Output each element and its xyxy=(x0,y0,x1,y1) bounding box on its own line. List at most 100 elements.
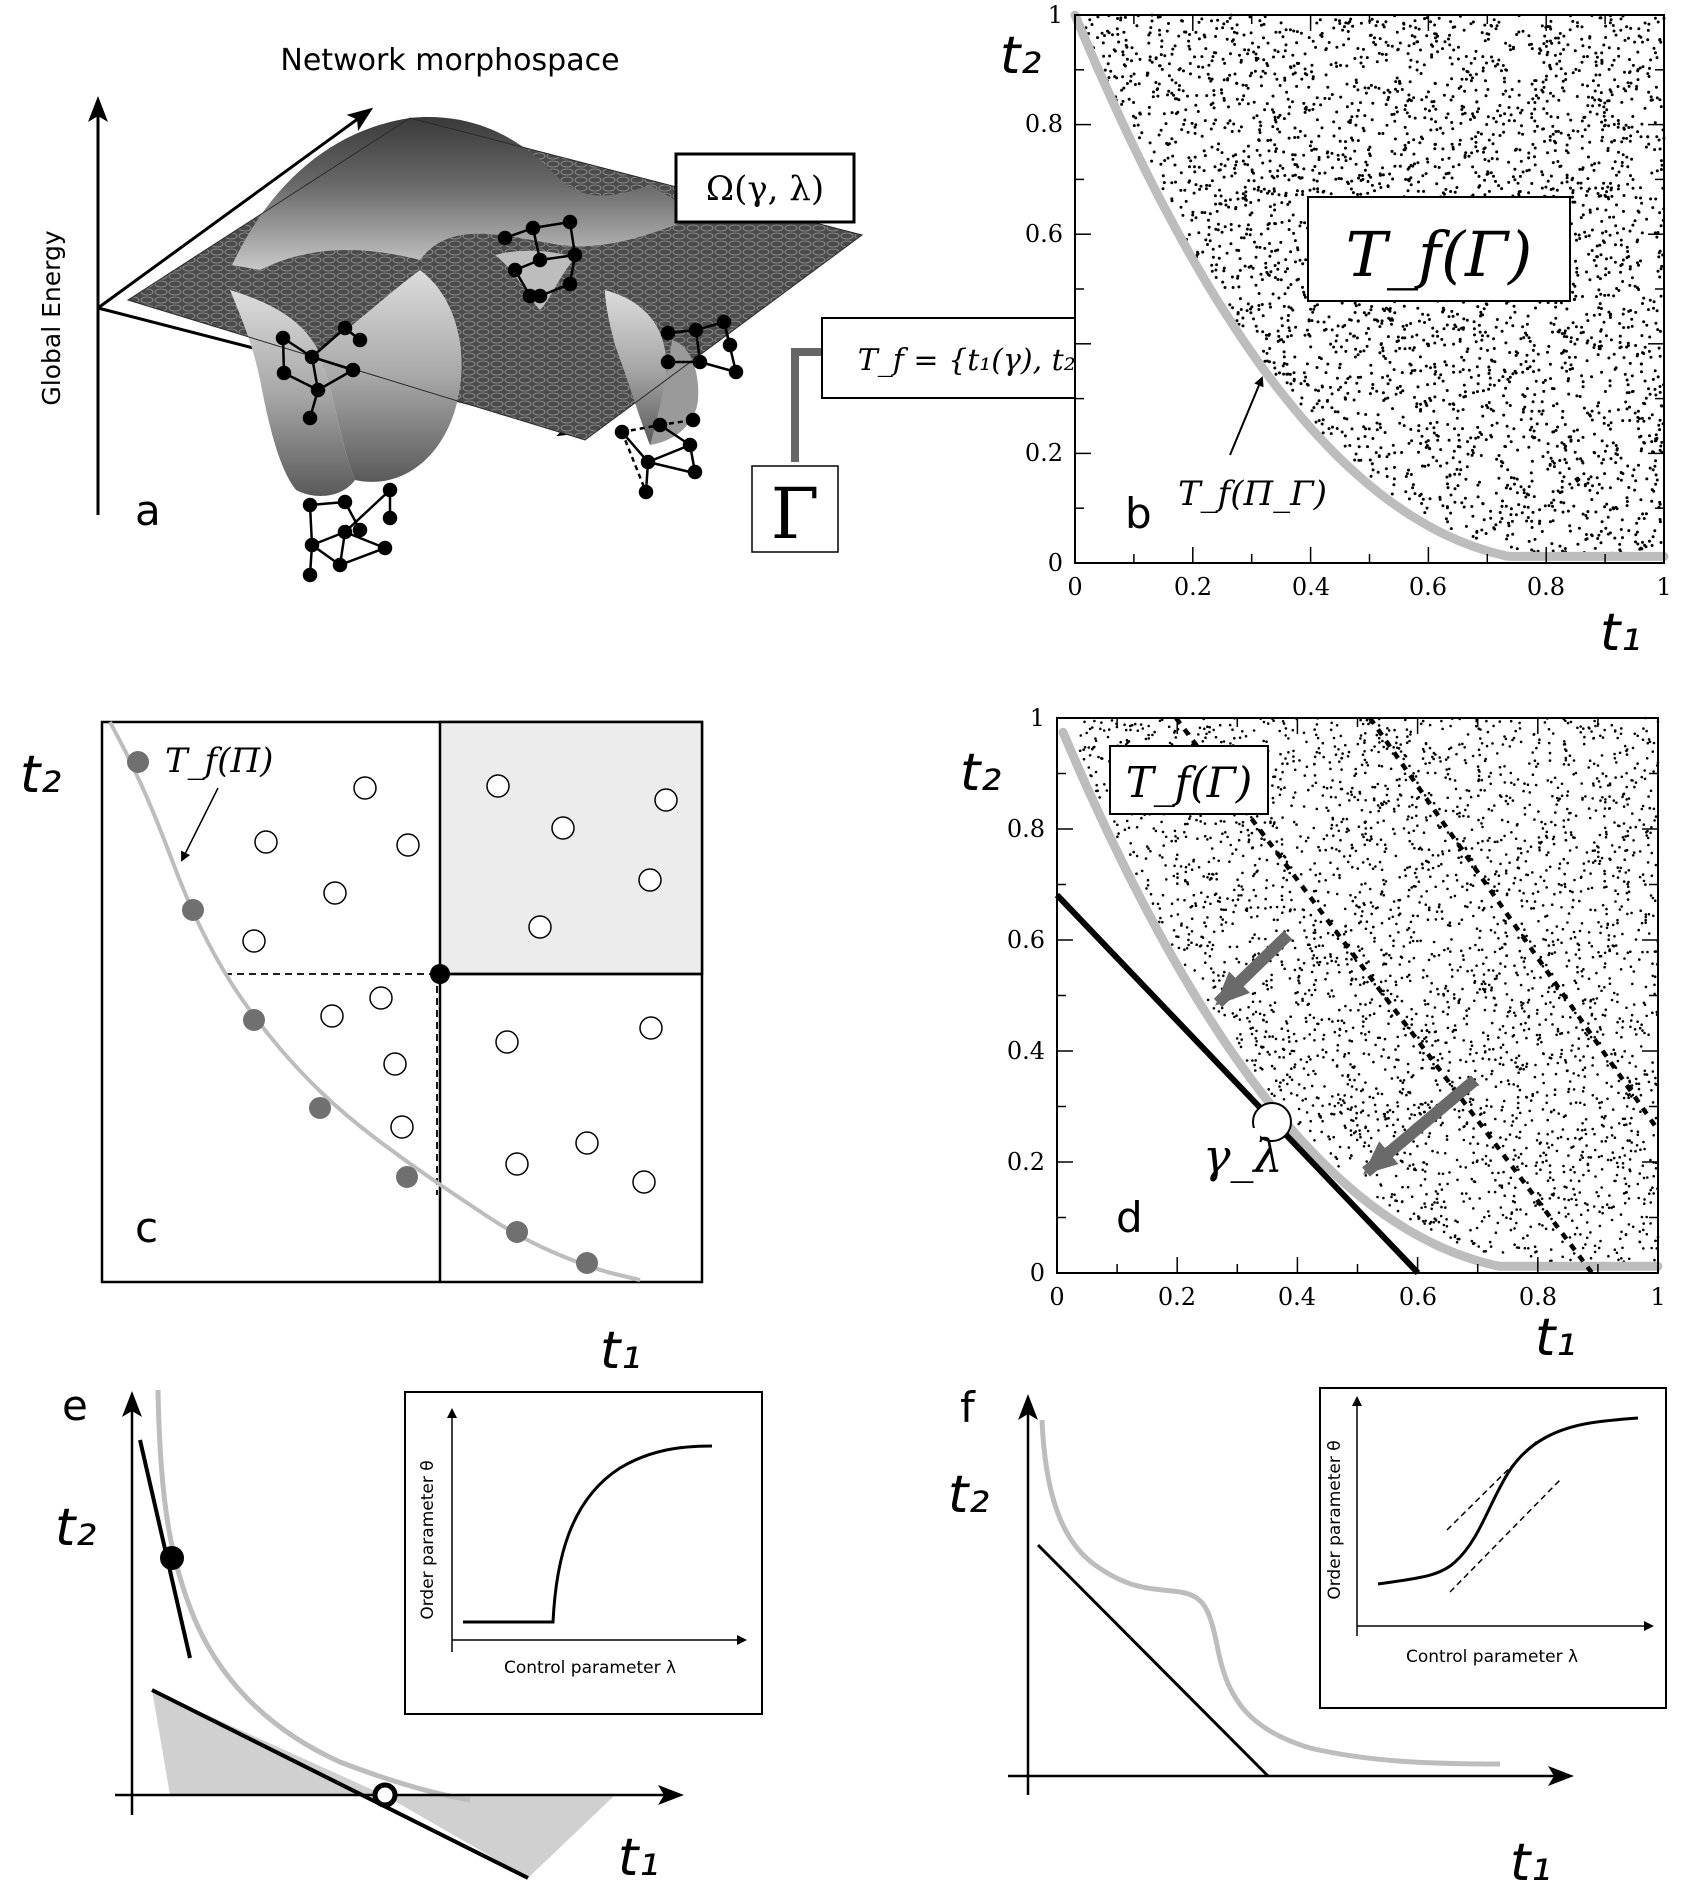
scatter-point xyxy=(1430,1100,1433,1103)
scatter-point xyxy=(1654,459,1658,463)
scatter-point xyxy=(1461,987,1464,991)
scatter-point xyxy=(1495,24,1499,28)
scatter-point xyxy=(1481,389,1485,393)
panel-a-letter: a xyxy=(135,486,161,535)
scatter-point xyxy=(1571,290,1575,294)
scatter-point xyxy=(1370,17,1374,21)
scatter-point xyxy=(1586,510,1590,514)
scatter-point xyxy=(1526,873,1530,877)
scatter-point xyxy=(1442,879,1445,883)
scatter-point xyxy=(1543,378,1547,382)
scatter-point xyxy=(1380,52,1384,56)
scatter-point xyxy=(1510,88,1514,91)
scatter-point xyxy=(1635,1144,1639,1147)
scatter-point xyxy=(1504,504,1508,508)
scatter-point xyxy=(1308,188,1312,192)
scatter-point xyxy=(1511,372,1515,376)
scatter-point xyxy=(1577,69,1581,73)
scatter-point xyxy=(1512,427,1516,431)
scatter-point xyxy=(1475,110,1479,114)
scatter-point xyxy=(1552,842,1556,846)
scatter-point xyxy=(1535,1250,1538,1253)
scatter-point xyxy=(1116,835,1119,838)
scatter-point xyxy=(1330,406,1334,410)
scatter-point xyxy=(1358,1133,1362,1136)
scatter-point xyxy=(1280,338,1284,342)
scatter-point xyxy=(1652,300,1656,304)
scatter-point xyxy=(1475,927,1479,930)
scatter-point xyxy=(1279,21,1283,25)
scatter-point xyxy=(1398,41,1402,45)
scatter-point xyxy=(1504,486,1508,490)
scatter-point xyxy=(1221,57,1225,61)
scatter-point xyxy=(1624,123,1628,127)
scatter-point xyxy=(1228,73,1232,77)
scatter-point xyxy=(1302,293,1306,297)
scatter-point xyxy=(1526,783,1530,786)
scatter-point xyxy=(1634,781,1638,784)
scatter-point xyxy=(1530,409,1534,413)
scatter-point xyxy=(1604,798,1607,801)
scatter-point xyxy=(1229,52,1232,56)
scatter-point xyxy=(1402,27,1406,31)
scatter-point xyxy=(1308,334,1312,338)
scatter-point xyxy=(1234,163,1238,167)
scatter-point xyxy=(1328,385,1332,389)
scatter-point xyxy=(1481,1074,1484,1078)
scatter-point xyxy=(1533,155,1536,159)
scatter-point xyxy=(1587,766,1590,769)
scatter-point xyxy=(1199,820,1202,823)
scatter-point xyxy=(1378,422,1382,426)
scatter-point xyxy=(1657,423,1661,427)
scatter-point xyxy=(1600,486,1604,490)
scatter-point xyxy=(1593,1250,1597,1254)
scatter-point xyxy=(1326,85,1330,89)
scatter-point xyxy=(1553,508,1557,512)
scatter-point xyxy=(1270,108,1274,112)
scatter-point xyxy=(1393,998,1397,1002)
scatter-point xyxy=(1587,477,1591,481)
scatter-point xyxy=(1345,417,1349,421)
scatter-point xyxy=(1530,47,1534,51)
scatter-point xyxy=(1620,161,1624,164)
scatter-point xyxy=(1286,335,1290,339)
scatter-point xyxy=(1498,520,1502,524)
scatter-point xyxy=(1627,880,1630,884)
scatter-point xyxy=(1273,115,1277,119)
pareto-solution xyxy=(506,1221,528,1243)
scatter-point xyxy=(1520,899,1523,902)
scatter-point xyxy=(1451,145,1455,149)
scatter-point xyxy=(1278,30,1282,34)
scatter-point xyxy=(1243,264,1247,268)
scatter-point xyxy=(1312,826,1316,830)
scatter-point xyxy=(1397,1044,1400,1048)
scatter-point xyxy=(1108,54,1112,58)
scatter-point xyxy=(1640,334,1644,338)
scatter-point xyxy=(1312,406,1316,410)
scatter-point xyxy=(1423,107,1427,111)
scatter-point xyxy=(1487,32,1491,36)
scatter-point xyxy=(1354,1116,1358,1120)
scatter-point xyxy=(1307,989,1311,992)
scatter-point xyxy=(1207,233,1211,237)
scatter-point xyxy=(1251,1026,1254,1030)
scatter-point xyxy=(1416,161,1420,165)
scatter-point xyxy=(1600,1154,1603,1158)
scatter-point xyxy=(1197,37,1201,41)
scatter-point xyxy=(1644,396,1648,400)
scatter-point xyxy=(1658,329,1662,333)
scatter-point xyxy=(1170,137,1174,141)
scatter-point xyxy=(1183,30,1186,34)
scatter-point xyxy=(1390,1077,1394,1080)
scatter-point xyxy=(1645,323,1649,327)
scatter-point xyxy=(1419,722,1423,726)
scatter-point xyxy=(1605,912,1608,916)
scatter-point xyxy=(1562,819,1566,822)
scatter-point xyxy=(1268,254,1272,258)
scatter-point xyxy=(1626,383,1630,387)
scatter-point xyxy=(1398,777,1401,781)
scatter-point xyxy=(1586,104,1590,108)
scatter-point xyxy=(1533,944,1536,948)
scatter-point xyxy=(1187,233,1191,237)
scatter-point xyxy=(1538,848,1541,852)
